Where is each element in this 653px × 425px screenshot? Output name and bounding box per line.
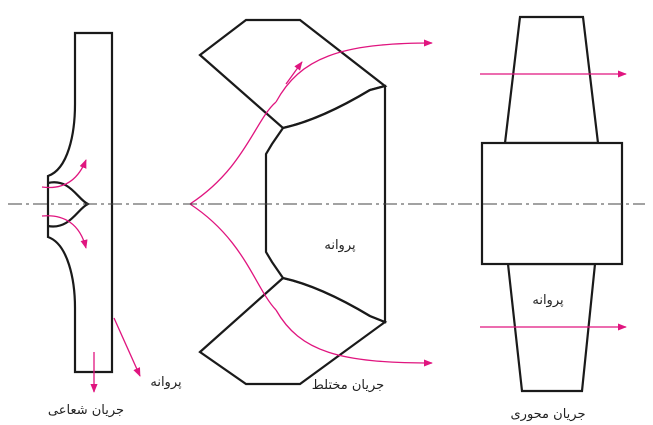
axial-flow-label: جریان محوری (511, 407, 586, 422)
axial-impeller-label: پروانه (532, 293, 564, 308)
radial-impeller-label: پروانه (150, 375, 182, 390)
radial-flow-label: جریان شعاعی (48, 403, 124, 418)
mixed-flow-arrows (189, 39, 433, 367)
mixed-impeller-label: پروانه (324, 238, 356, 253)
axial-flow-arrows (480, 70, 627, 331)
radial-flow-arrows (41, 159, 141, 393)
mixed-flow-label: جریان مختلط (312, 378, 384, 393)
radial-impeller-shape (46, 31, 114, 374)
